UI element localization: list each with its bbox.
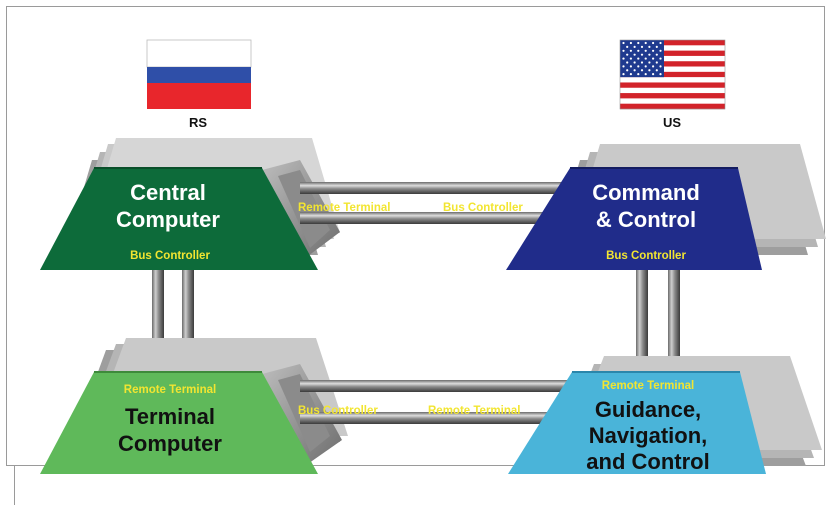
gnc-title-line2: Navigation, — [589, 423, 708, 448]
central-computer-title-line2: Computer — [116, 207, 220, 232]
rs-label: RS — [189, 115, 207, 130]
russia-flag — [146, 39, 252, 109]
us-label: US — [663, 115, 681, 130]
terminal-computer-title-line2: Computer — [118, 431, 222, 456]
command-control-title-line1: Command — [592, 180, 700, 205]
gnc-box — [508, 372, 766, 474]
frame-edge — [14, 466, 15, 505]
terminal-computer-title-line1: Terminal — [125, 404, 215, 429]
central-computer-title-line1: Central — [130, 180, 206, 205]
gnc-role: Remote Terminal — [602, 380, 694, 392]
vertical-bus-right — [636, 258, 680, 378]
us-flag — [619, 39, 726, 110]
top-bus-left-label: Remote Terminal — [298, 202, 390, 214]
bottom-bus-right-label: Remote Terminal — [428, 405, 520, 417]
top-bus — [300, 182, 586, 224]
gnc-title-line3: and Control — [586, 449, 709, 474]
top-bus-right-label: Bus Controller — [443, 202, 523, 214]
central-computer-box — [40, 168, 318, 270]
command-control-role: Bus Controller — [606, 250, 686, 262]
command-control-title-line2: & Control — [596, 207, 696, 232]
terminal-computer-role: Remote Terminal — [124, 384, 216, 396]
terminal-computer-box — [40, 372, 318, 474]
gnc-title-line1: Guidance, — [595, 397, 701, 422]
bottom-bus — [300, 380, 586, 424]
central-computer-role: Bus Controller — [130, 250, 210, 262]
command-control-box — [506, 168, 762, 270]
bottom-bus-left-label: Bus Controller — [298, 405, 378, 417]
